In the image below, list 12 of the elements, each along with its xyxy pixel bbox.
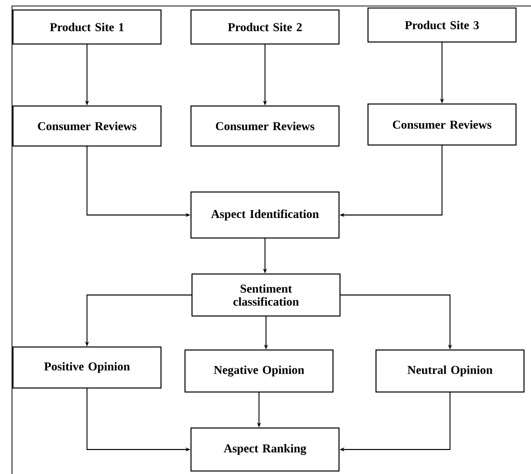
process-box: Product Site 2	[190, 10, 340, 44]
process-box: Product Site 3	[368, 8, 516, 42]
process-box: Aspect Ranking	[190, 428, 340, 472]
process-box: Aspect Identification	[190, 192, 340, 238]
process-box: Positive Opinion	[12, 346, 162, 388]
process-box: Negative Opinion	[184, 350, 334, 392]
process-box: Consumer Reviews	[368, 104, 516, 146]
process-box: Consumer Reviews	[190, 106, 340, 146]
process-box: Sentiment classification	[192, 274, 340, 316]
process-box: Product Site 1	[12, 10, 162, 44]
process-box: Neutral Opinion	[376, 350, 524, 392]
process-box: Consumer Reviews	[12, 106, 162, 146]
